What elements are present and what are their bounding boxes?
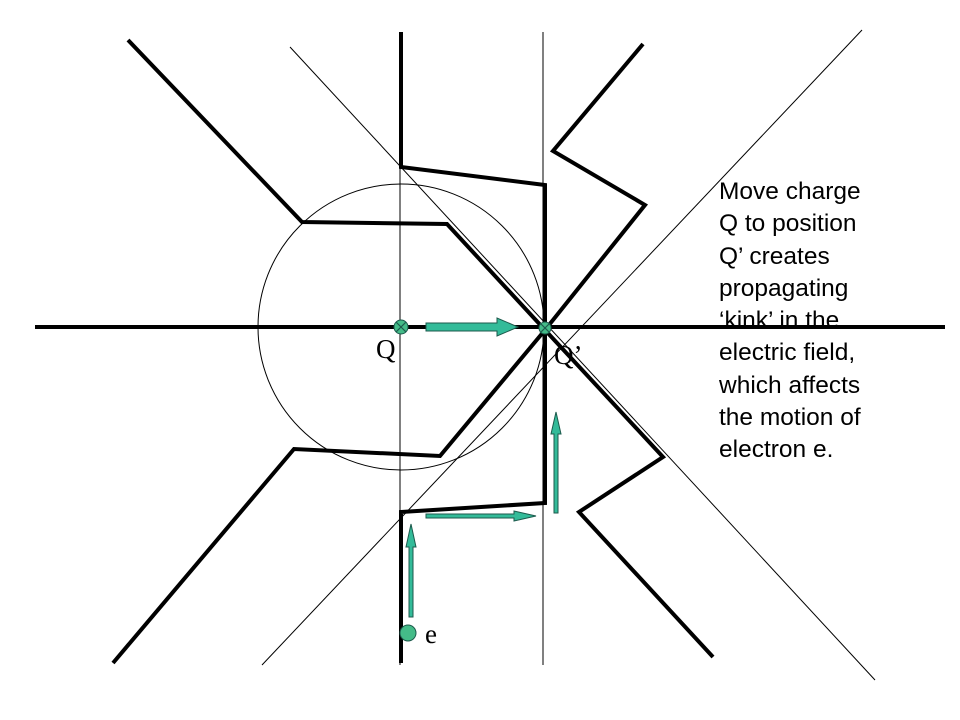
caption-line: propagating [719, 274, 849, 302]
arrows [405, 317, 562, 618]
caption-line: which affects [719, 371, 861, 399]
caption-line: ‘kink’ in the [719, 307, 840, 335]
caption: Move charge Q to position Q’ creates propag… [719, 176, 954, 467]
arrow-kink-horizontal [425, 510, 537, 522]
diagonal-guide-down [289, 46, 876, 681]
caption-line: electron e. [719, 436, 834, 464]
caption-line: Move charge [719, 178, 861, 205]
caption-line: the motion of [719, 404, 861, 432]
charge-q-cross-b [395, 321, 407, 333]
label-q: Q [376, 334, 396, 364]
caption-line: electric field, [719, 339, 856, 367]
arrow-q-to-q-prime [425, 317, 520, 337]
field-line-lower-vertical [399, 330, 547, 663]
arrow-kink-vertical [550, 411, 562, 514]
field-line-lower-left [111, 328, 547, 665]
field-lines [111, 32, 715, 665]
field-line-upper-left [126, 38, 547, 332]
charge-q-prime-cross-b [539, 322, 551, 334]
arrow-electron-vertical [405, 523, 417, 618]
label-electron: e [425, 619, 437, 649]
caption-line: Q to position [719, 210, 857, 238]
field-line-lower-right [543, 328, 715, 659]
caption-line: Q’ creates [719, 242, 830, 270]
charge-q-prime [538, 321, 552, 335]
label-q-prime: Q’ [554, 340, 583, 370]
electron-marker [399, 624, 417, 642]
charge-q [393, 319, 409, 335]
field-line-upper-vertical [399, 32, 547, 330]
field-line-upper-right [543, 42, 649, 332]
